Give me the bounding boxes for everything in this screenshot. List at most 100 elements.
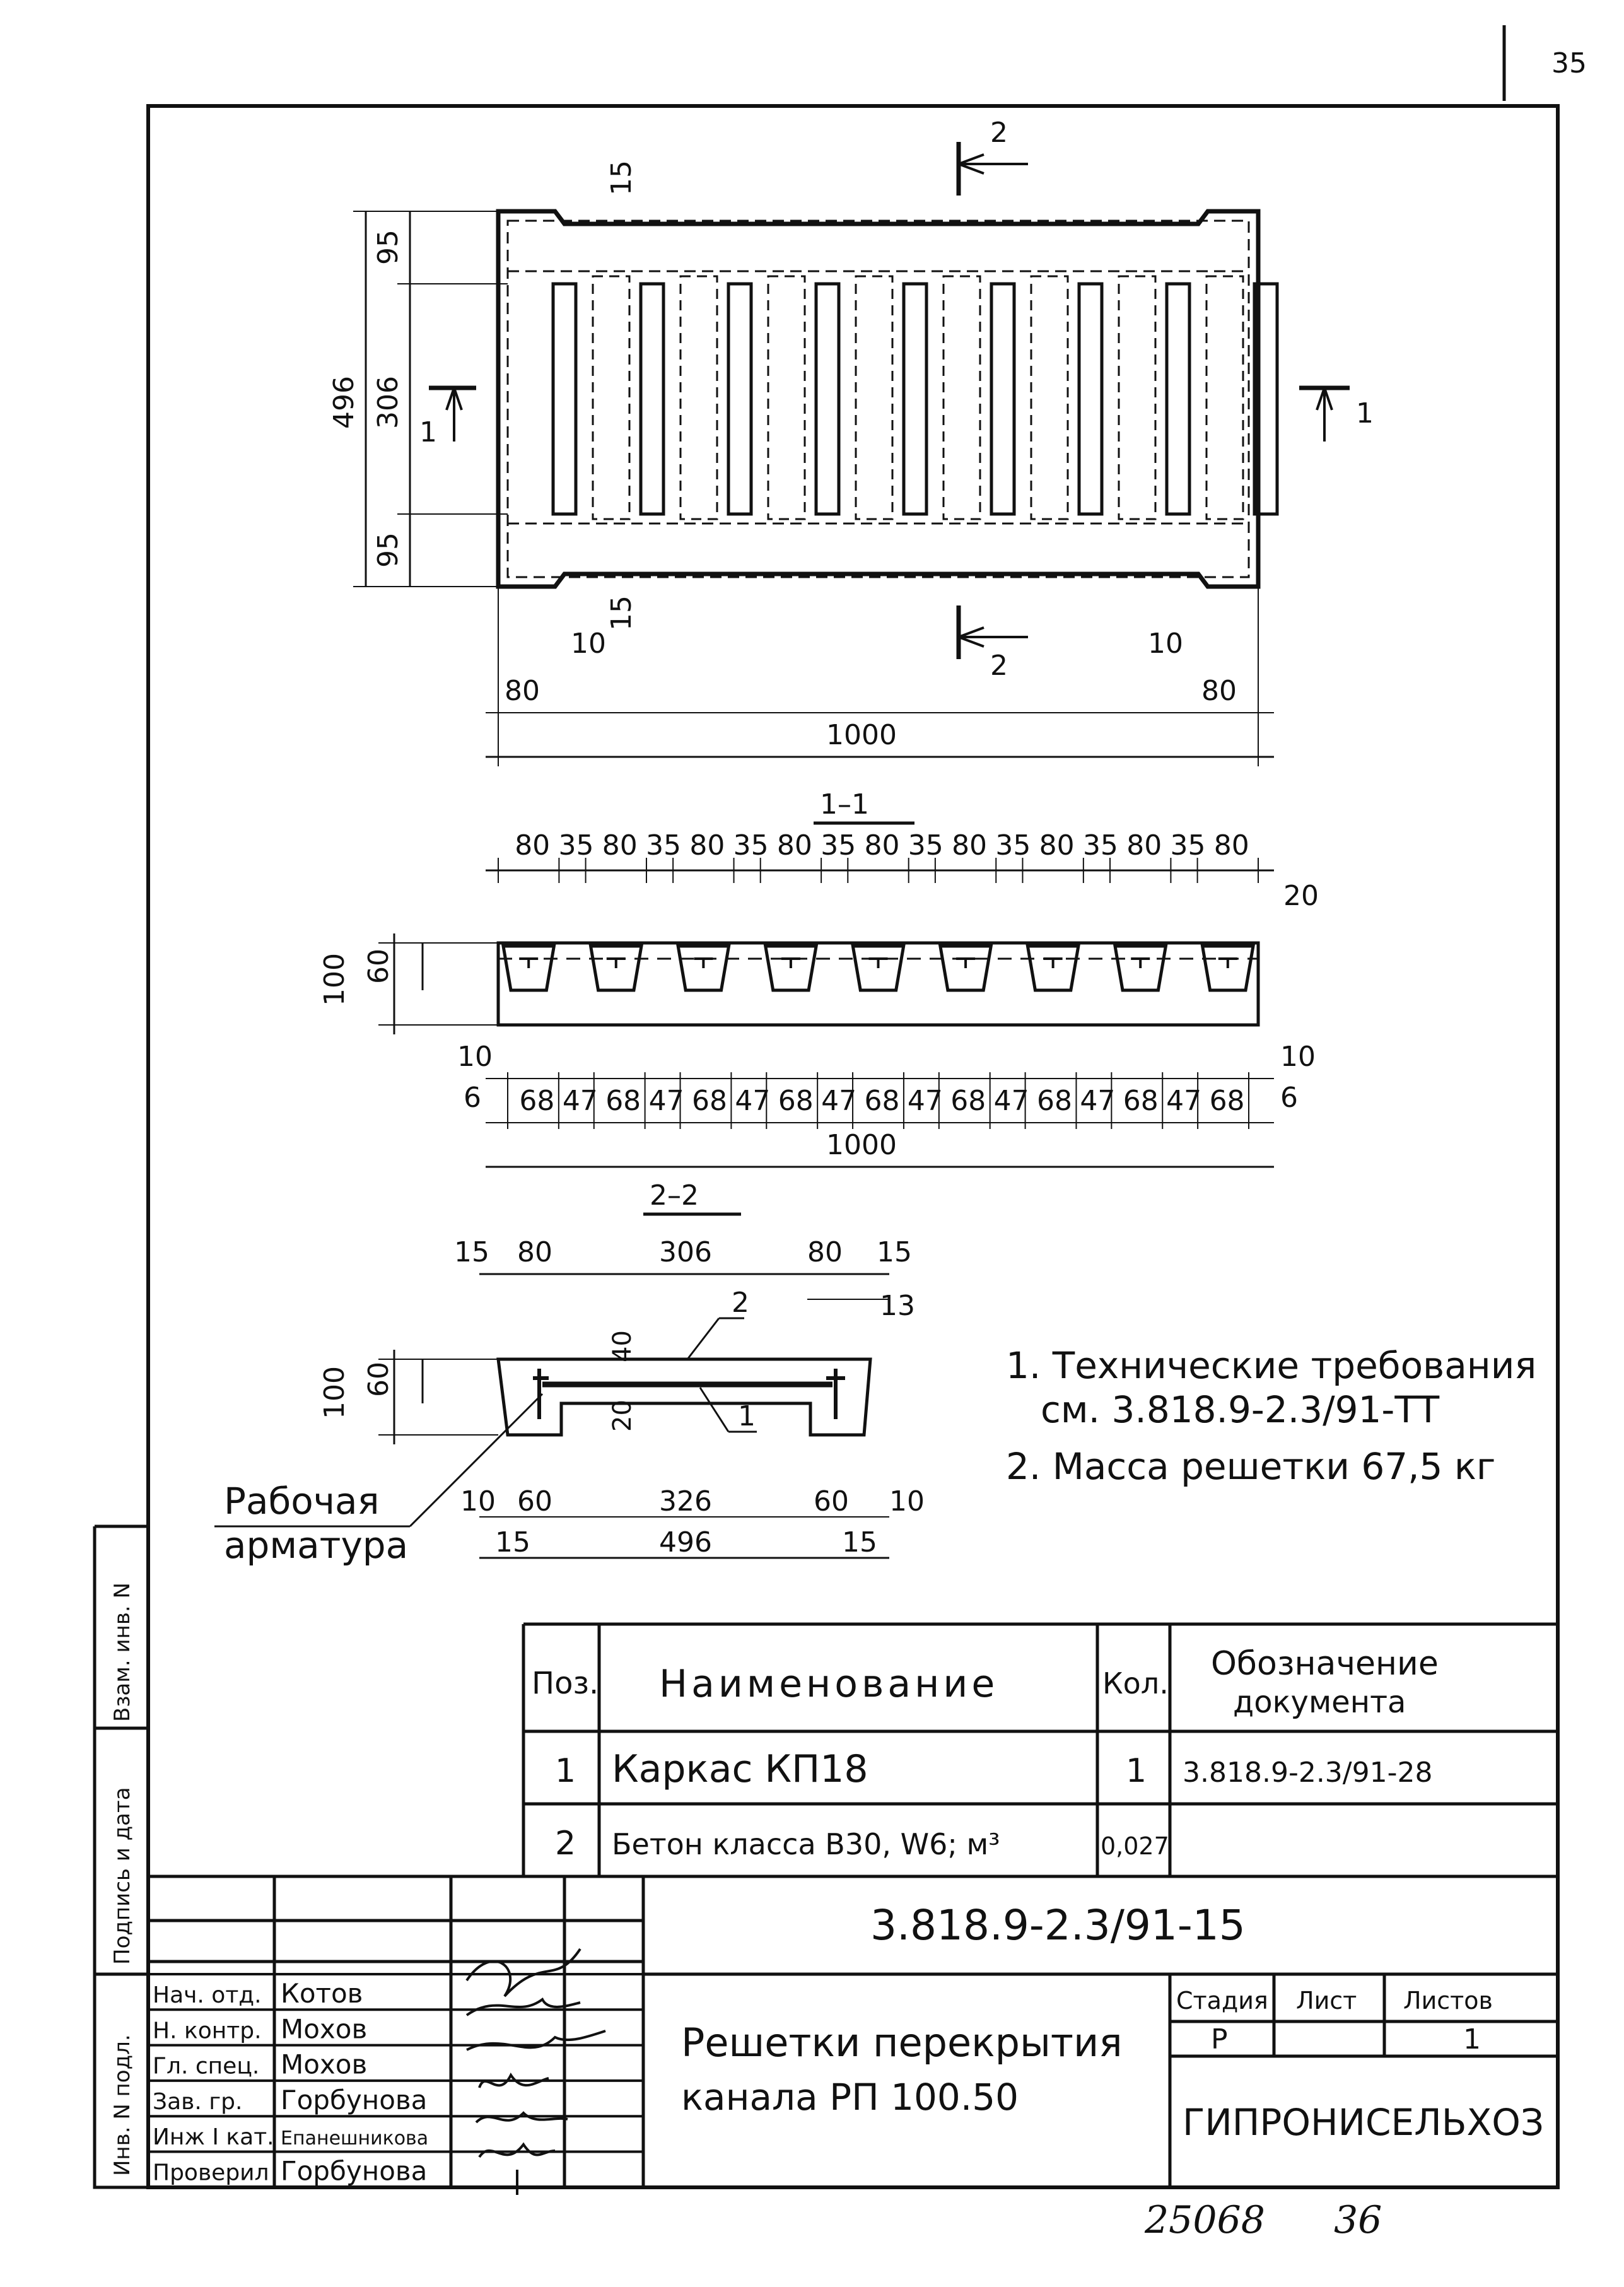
s11-top-dim: 35 xyxy=(733,829,769,862)
s11-bottom-dim: 68 xyxy=(950,1085,986,1117)
s11-right-20: 20 xyxy=(1283,880,1319,912)
stage-value: Р xyxy=(1211,2023,1228,2056)
tb-role: Проверил xyxy=(153,2160,269,2186)
s11-rebar xyxy=(781,957,800,968)
s11-bottom-dim: 47 xyxy=(908,1085,943,1117)
tb-name: Мохов xyxy=(281,2049,367,2080)
s11-rebar xyxy=(1043,957,1063,968)
s11-bottom-dim: 47 xyxy=(649,1085,684,1117)
dim-right-10: 10 xyxy=(1148,628,1183,660)
title-line-2: канала РП 100.50 xyxy=(681,2076,1019,2119)
section-2-2-title: 2–2 xyxy=(650,1179,699,1212)
s22-b-left60: 60 xyxy=(517,1485,552,1518)
margin-label-inv: Инв. N подл. xyxy=(110,2034,135,2176)
s11-left-6: 6 xyxy=(464,1082,481,1114)
plan-rib xyxy=(767,275,806,520)
s11-cell xyxy=(1200,944,1255,992)
s11-right-10: 10 xyxy=(1280,1041,1316,1073)
dim-middle: 306 xyxy=(372,376,404,429)
s11-bottom-dim: 68 xyxy=(1210,1085,1245,1117)
left-margin-strip: Взам. инв. N Подпись и дата Инв. N подл. xyxy=(93,1524,148,2189)
s11-rebar xyxy=(956,957,976,968)
spec-row1-qty: 1 xyxy=(1126,1752,1147,1790)
section-mark-1-left: 1 xyxy=(419,416,437,448)
margin-label-signature: Подпись и дата xyxy=(110,1787,135,1965)
s22-b-left10: 10 xyxy=(460,1485,496,1518)
dim-top-gap: 15 xyxy=(605,160,638,196)
tb-name: Мохов xyxy=(281,2013,367,2044)
tb-name: Епанешникова xyxy=(281,2127,428,2150)
leader-label-line1: Рабочая xyxy=(224,1480,379,1523)
s11-bottom-dim: 68 xyxy=(605,1085,641,1117)
section-mark-1-right: 1 xyxy=(1356,397,1374,430)
plan-rib xyxy=(1205,275,1244,520)
tb-role: Гл. спец. xyxy=(153,2054,259,2079)
s22-top-80-left: 80 xyxy=(517,1236,552,1268)
plan-rib xyxy=(855,275,894,520)
s11-right-6: 6 xyxy=(1280,1082,1298,1114)
dim-bottom-gap: 15 xyxy=(605,595,638,631)
s22-callout-1: 1 xyxy=(738,1400,756,1432)
spec-row1-name: Каркас КП18 xyxy=(612,1747,868,1791)
s11-bottom-dim: 68 xyxy=(778,1085,814,1117)
spec-row2-qty: 0,027 xyxy=(1101,1832,1169,1860)
footer-page-number: 36 xyxy=(1334,2198,1382,2242)
note-2: 2. Масса решетки 67,5 кг xyxy=(1006,1445,1495,1488)
s11-cell xyxy=(1025,944,1080,992)
plan-rib xyxy=(1118,275,1157,520)
s11-rebar xyxy=(868,957,888,968)
s11-top-dim: 80 xyxy=(689,829,725,862)
s22-b-right60: 60 xyxy=(814,1485,849,1518)
spec-row1-pos: 1 xyxy=(555,1752,576,1790)
s11-bottom-dim: 47 xyxy=(735,1085,770,1117)
tb-role: Н. контр. xyxy=(153,2018,262,2044)
s11-top-dim: 80 xyxy=(602,829,638,862)
leader-label-line2: арматура xyxy=(224,1524,408,1567)
plan-rib xyxy=(942,275,981,520)
s11-top-dim: 35 xyxy=(1083,829,1118,862)
page-number: 35 xyxy=(1551,47,1587,79)
tb-role: Зав. гр. xyxy=(153,2089,242,2115)
s22-upper-60: 60 xyxy=(363,1362,395,1397)
s22-total-100: 100 xyxy=(318,1366,351,1419)
tb-role: Инж I кат. xyxy=(153,2124,274,2150)
s11-upper-60: 60 xyxy=(363,949,395,984)
plan-slot xyxy=(1253,282,1279,516)
s11-cell xyxy=(851,944,906,992)
plan-slot xyxy=(1077,282,1104,516)
dim-edge-top: 95 xyxy=(372,230,404,265)
s11-cell xyxy=(1113,944,1168,992)
s22-b-326: 326 xyxy=(659,1485,712,1518)
s11-top-dim: 80 xyxy=(515,829,550,862)
s11-cell xyxy=(501,944,556,992)
s11-top-dim: 35 xyxy=(1171,829,1206,862)
s11-top-dim: 35 xyxy=(908,829,943,862)
spec-header-doc-2: документа xyxy=(1233,1685,1406,1720)
spec-header-doc-1: Обозначение xyxy=(1211,1645,1439,1683)
s11-bottom-dim: 47 xyxy=(1166,1085,1201,1117)
plan-slot xyxy=(990,282,1016,516)
spec-header-qty: Кол. xyxy=(1102,1666,1169,1700)
section-2-2: 2–2 15 80 306 80 15 13 40 20 2 1 100 60 … xyxy=(214,1179,925,1567)
s11-left-10: 10 xyxy=(457,1041,493,1073)
s11-bottom-dim: 47 xyxy=(821,1085,856,1117)
s11-bottom-dim: 68 xyxy=(1123,1085,1159,1117)
s22-b-right10: 10 xyxy=(889,1485,925,1518)
doc-code: 3.818.9-2.3/91-15 xyxy=(870,1901,1246,1950)
s11-length: 1000 xyxy=(826,1129,897,1161)
dim-length: 1000 xyxy=(826,719,897,751)
note-1-line1: 1. Технические требования xyxy=(1006,1344,1536,1387)
s11-top-dim: 80 xyxy=(865,829,900,862)
stage-label: Стадия xyxy=(1176,1987,1268,2015)
s22-top-80-right: 80 xyxy=(807,1236,843,1268)
s11-bottom-dim: 47 xyxy=(994,1085,1029,1117)
s11-bottom-dim: 68 xyxy=(692,1085,727,1117)
tb-name: Горбунова xyxy=(281,2085,427,2115)
plan-slot xyxy=(902,282,928,516)
s11-rebar xyxy=(606,957,626,968)
s11-top-dim: 80 xyxy=(1214,829,1249,862)
title-line-1: Решетки перекрытия xyxy=(681,2020,1123,2066)
plan-slot xyxy=(551,282,578,516)
